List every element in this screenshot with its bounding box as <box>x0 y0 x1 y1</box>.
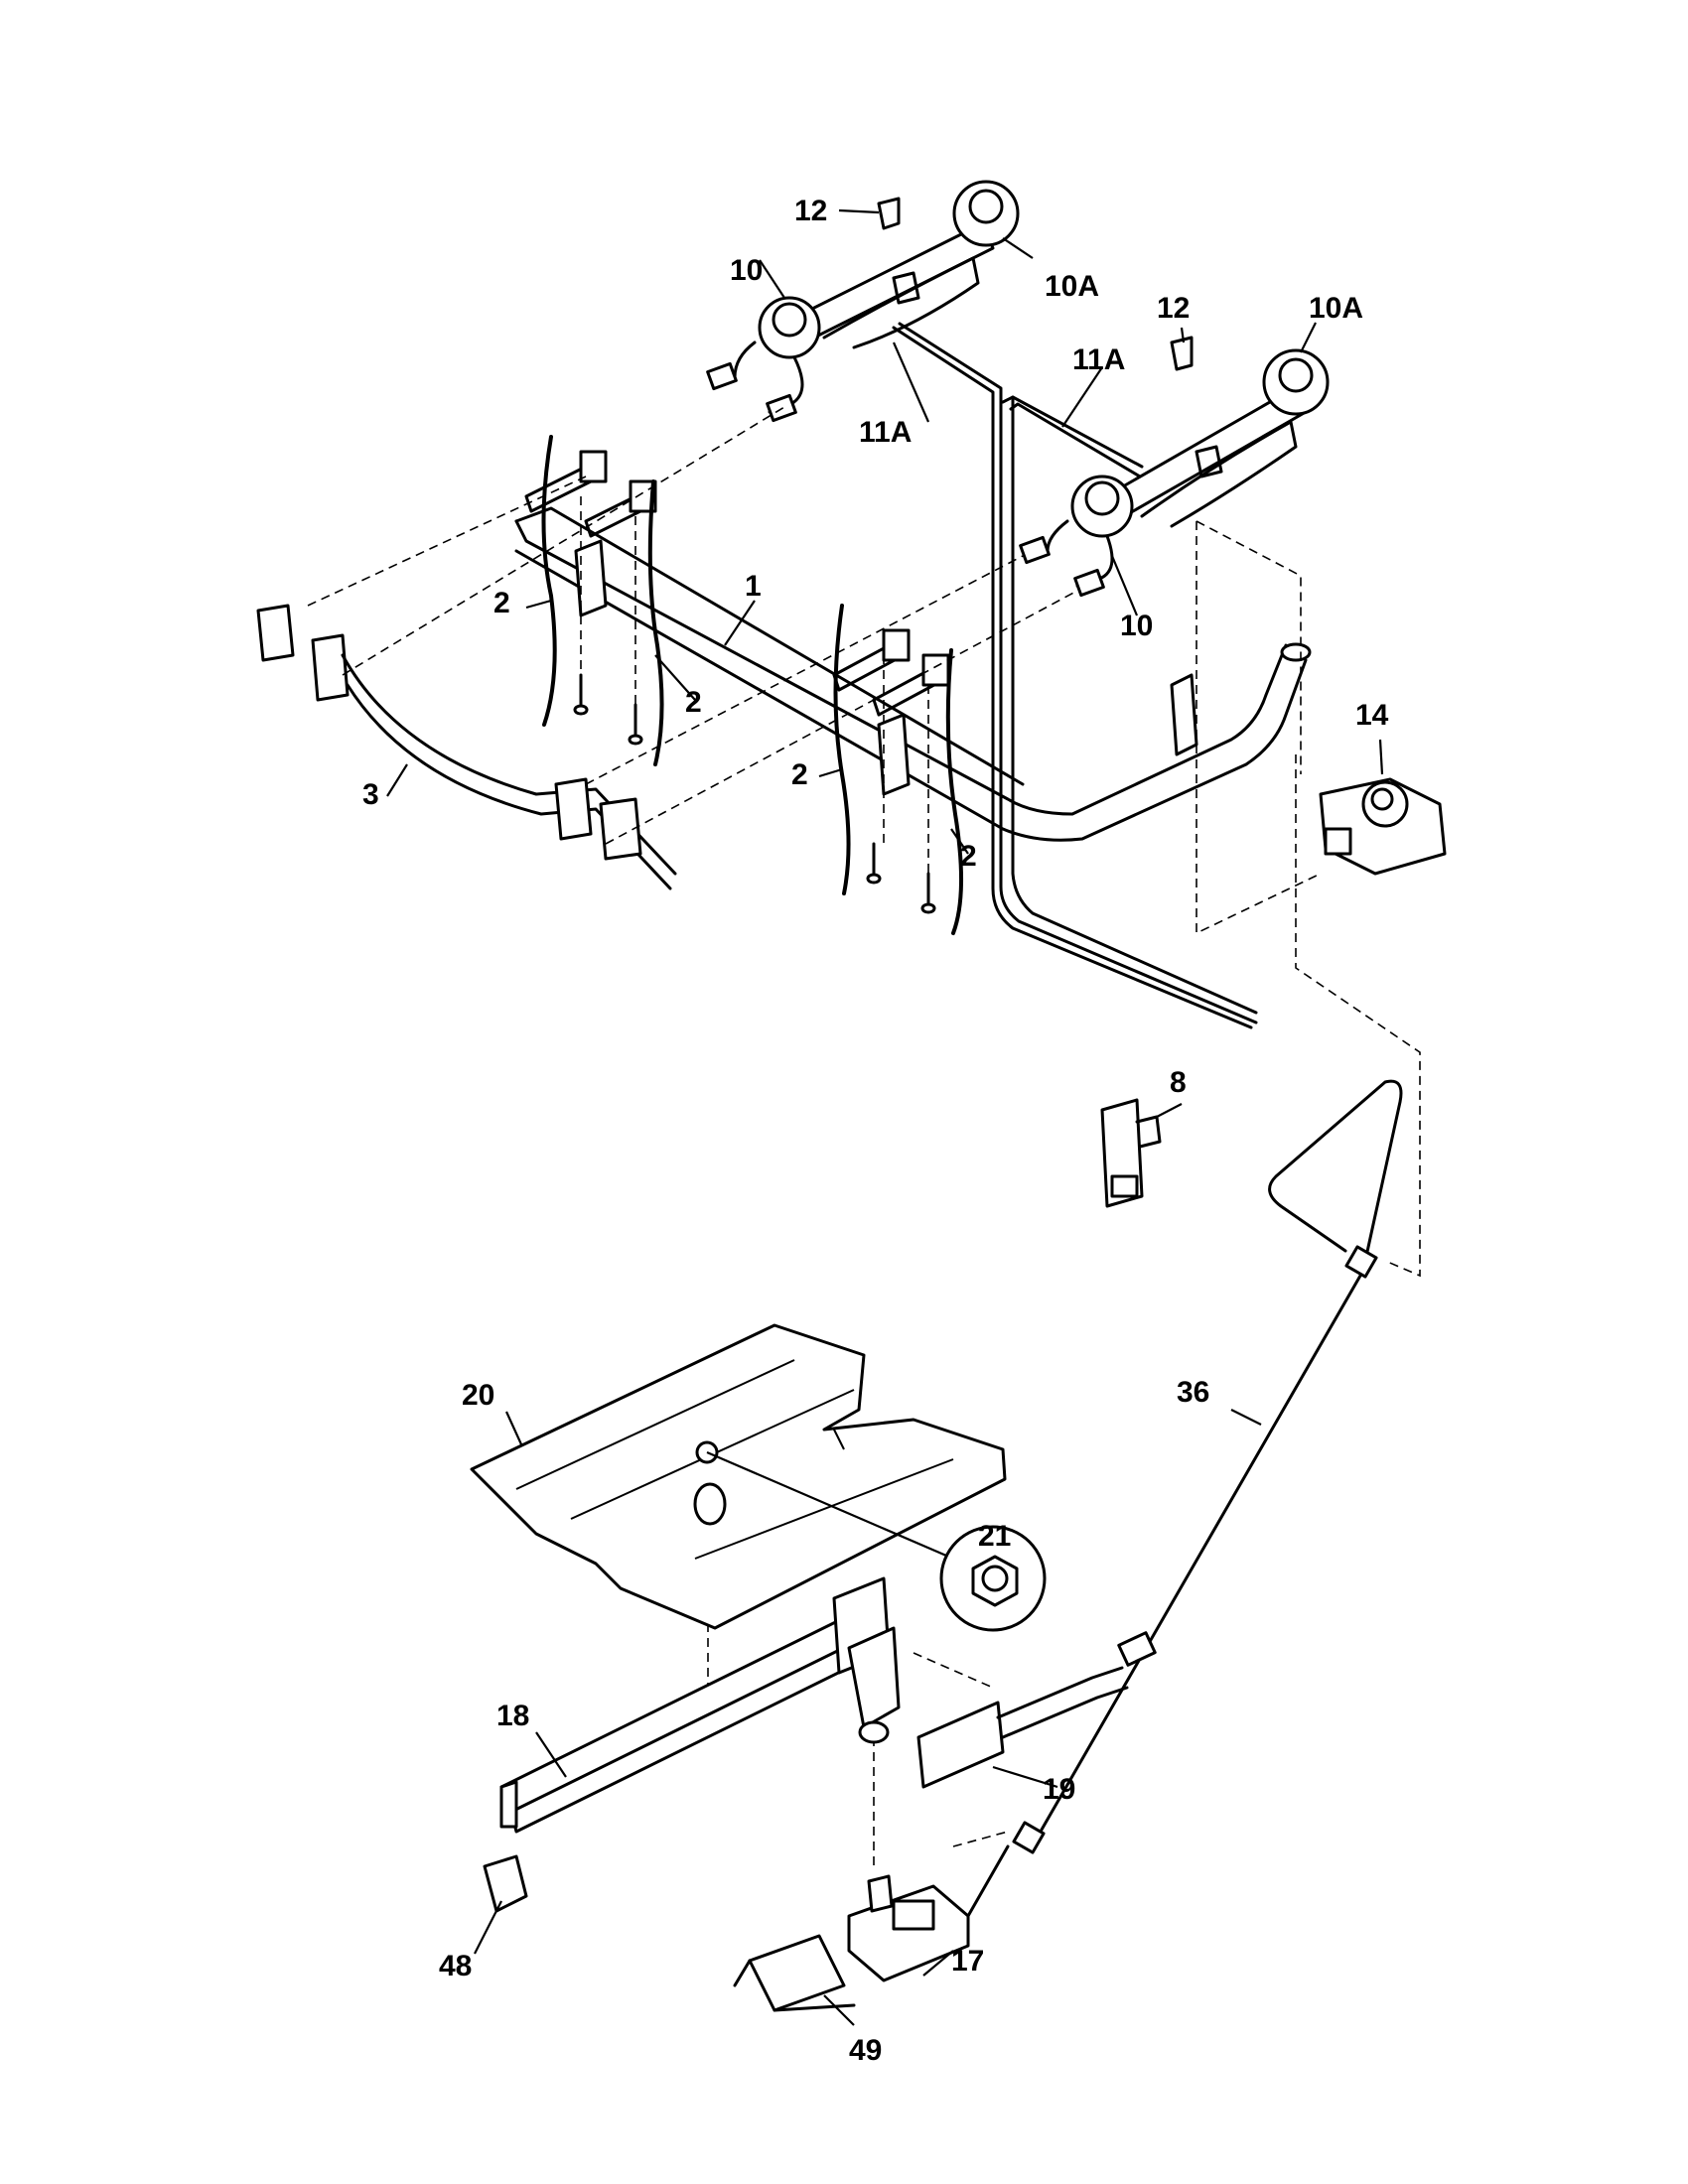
callout-1: 1 <box>745 570 762 603</box>
manifold-pipe-1 <box>514 506 1312 842</box>
callout-17: 17 <box>951 1945 984 1978</box>
ignitor-wires <box>541 435 963 935</box>
callout-10-left: 10 <box>730 254 763 287</box>
callout-14: 14 <box>1355 699 1389 732</box>
spark-module-8 <box>1100 1098 1162 1208</box>
callout-12-right: 12 <box>1157 292 1190 325</box>
valve-2-a <box>524 450 608 513</box>
oven-valve-17 <box>847 1844 1010 1982</box>
hidden-lines <box>307 406 1421 1866</box>
callout-11A-left: 11A <box>859 416 912 449</box>
heat-shield-20 <box>470 1323 1007 1630</box>
pressure-regulator-14 <box>1319 777 1447 876</box>
callout-2-a: 2 <box>493 587 510 619</box>
callout-3: 3 <box>362 778 379 811</box>
valve-bracket-rear <box>574 539 608 617</box>
callout-19: 19 <box>1043 1773 1075 1806</box>
callout-12-left: 12 <box>794 195 827 227</box>
callout-2-c: 2 <box>791 758 808 791</box>
burner-assembly-left <box>706 180 1020 423</box>
callout-10A-right: 10A <box>1309 292 1363 325</box>
callout-49: 49 <box>849 2034 882 2067</box>
callout-20: 20 <box>462 1379 494 1412</box>
callout-36: 36 <box>1177 1376 1209 1409</box>
mounting-rail-3 <box>256 604 677 890</box>
callout-48: 48 <box>439 1950 472 1982</box>
bake-burner-18 <box>499 1576 901 1834</box>
bracket-12-left <box>877 197 901 230</box>
nut-detail-21 <box>706 1450 1047 1632</box>
bracket-12-right <box>1170 336 1194 371</box>
burner-assembly-right <box>1019 348 1330 598</box>
leader-lines <box>386 208 1384 2026</box>
pilot-tube-36 <box>1012 1079 1403 1854</box>
gas-tube-11A <box>892 322 1258 1029</box>
burner-clip-48 <box>483 1854 528 1913</box>
valve-bracket-front <box>877 713 911 796</box>
callout-2-d: 2 <box>960 840 977 873</box>
callout-18: 18 <box>496 1700 529 1732</box>
callout-11A-right: 11A <box>1072 343 1125 376</box>
callout-2-b: 2 <box>685 686 702 719</box>
callout-10A-left: 10A <box>1045 270 1099 303</box>
valve-2-d <box>872 653 950 717</box>
callout-labels: 12 10 10A 12 10A 11A 11A 10 1 2 2 2 2 3 … <box>362 195 1389 2067</box>
valve-2-b <box>584 479 657 538</box>
callout-8: 8 <box>1170 1066 1187 1099</box>
oven-igniter-19 <box>916 1631 1157 1789</box>
callout-10-right: 10 <box>1120 610 1153 642</box>
callout-21: 21 <box>978 1520 1011 1553</box>
valve-bracket-49 <box>733 1934 856 2012</box>
screws <box>573 673 936 914</box>
